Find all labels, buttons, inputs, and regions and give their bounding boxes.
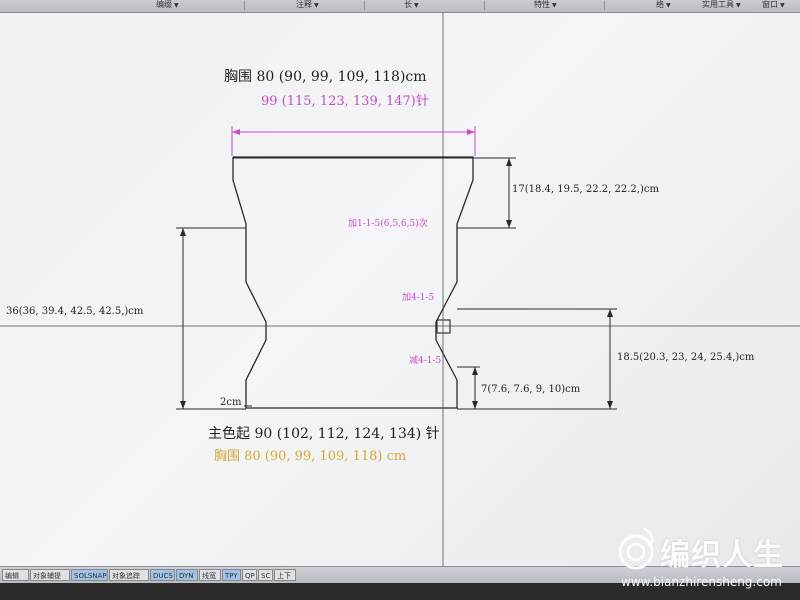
dimension-arrow-icon	[607, 401, 613, 409]
menu-item-annotate[interactable]: 注释▼	[292, 0, 323, 10]
toggle-lineweight[interactable]: 线宽	[199, 569, 221, 581]
toggle-object-track[interactable]: 对象追踪	[109, 569, 149, 581]
toggle-edit[interactable]: 编辑	[2, 569, 29, 581]
menu-bar: 编缀▼ 注释▼ 长▼ 特性▼ 络▼ 实用工具▼ 窗口▼	[0, 0, 800, 13]
dropdown-arrow-icon: ▼	[174, 2, 179, 9]
menu-label: 窗口	[762, 0, 778, 9]
toggle-object-snap[interactable]: 对象辅提	[30, 569, 70, 581]
chest-stitches: 99 (115, 123, 139, 147)针	[261, 94, 429, 109]
menu-label: 编缀	[156, 0, 172, 9]
status-toggle-bar: 编辑 对象辅提 SOLSNAP 对象追踪 DUCS DYN 线宽 TPY QP …	[0, 566, 800, 583]
chest-title: 胸围 80 (90, 99, 109, 118)cm	[224, 69, 427, 85]
dimension-arrow-icon	[506, 220, 512, 228]
cast-on-label: 主色起 90 (102, 112, 124, 134) 针	[208, 426, 440, 442]
menu-item-edit[interactable]: 编缀▼	[152, 0, 183, 10]
dropdown-arrow-icon: ▼	[780, 2, 785, 9]
menu-label: 长	[404, 0, 412, 9]
menu-label: 注释	[296, 0, 312, 9]
toggle-solsnap[interactable]: SOLSNAP	[71, 569, 108, 581]
menu-label: 特性	[534, 0, 550, 9]
hem-width-label: 2cm	[220, 397, 242, 408]
total-length-label: 36(36, 39.4, 42.5, 42.5,)cm	[6, 306, 144, 317]
dropdown-arrow-icon: ▼	[552, 2, 557, 9]
toggle-dyn[interactable]: DYN	[176, 569, 198, 581]
menu-item-groups[interactable]: 络▼	[652, 0, 675, 10]
menu-separator	[484, 1, 485, 10]
os-statusbar	[0, 583, 800, 600]
menu-label: 络	[656, 0, 664, 9]
dimension-arrow-icon	[232, 129, 240, 135]
brand-logo-icon	[618, 526, 654, 570]
brand-url: www.bianzhirensheng.com	[621, 575, 782, 589]
toggle-ducs[interactable]: DUCS	[150, 569, 175, 581]
upper-height-label: 17(18.4, 19.5, 22.2, 22.2,)cm	[512, 184, 659, 195]
upper-increase-label: 加1-1-5(6,5,6,5)次	[348, 219, 428, 229]
menu-item-utilities[interactable]: 实用工具▼	[698, 0, 745, 10]
dimension-arrow-icon	[607, 309, 613, 317]
dimension-arrow-icon	[467, 129, 475, 135]
decrease-label: 减4-1-5	[409, 356, 442, 366]
garment-outline	[232, 156, 474, 409]
crosshair-pickbox[interactable]	[436, 319, 451, 334]
menu-item-properties[interactable]: 特性▼	[530, 0, 561, 10]
dropdown-arrow-icon: ▼	[666, 2, 671, 9]
dimension-arrow-icon	[180, 228, 186, 236]
menu-separator	[604, 1, 605, 10]
brand-watermark: 编织人生	[660, 538, 784, 573]
dimension-arrow-icon	[180, 401, 186, 409]
lower-length-label: 7(7.6, 7.6, 9, 10)cm	[481, 384, 581, 395]
toggle-qp[interactable]: QP	[242, 569, 257, 581]
toggle-sc[interactable]: SC	[258, 569, 273, 581]
mid-increase-label: 加4-1-5	[402, 293, 435, 303]
menu-item-layers[interactable]: 长▼	[400, 0, 423, 10]
dimension-arrow-icon	[506, 158, 512, 166]
toggle-tpy[interactable]: TPY	[222, 569, 241, 581]
right-length-label: 18.5(20.3, 23, 24, 25.4,)cm	[617, 352, 755, 363]
menu-separator	[364, 1, 365, 10]
dimension-arrow-icon	[472, 401, 478, 409]
menu-label: 实用工具	[702, 0, 734, 9]
dropdown-arrow-icon: ▼	[414, 2, 419, 9]
toggle-updown[interactable]: 上下	[274, 569, 296, 581]
dimension-arrow-icon	[472, 367, 478, 375]
dropdown-arrow-icon: ▼	[736, 2, 741, 9]
menu-item-window[interactable]: 窗口▼	[758, 0, 789, 10]
chest-repeat-label: 胸围 80 (90, 99, 109, 118) cm	[214, 449, 407, 464]
menu-separator	[244, 1, 245, 10]
dropdown-arrow-icon: ▼	[314, 2, 319, 9]
